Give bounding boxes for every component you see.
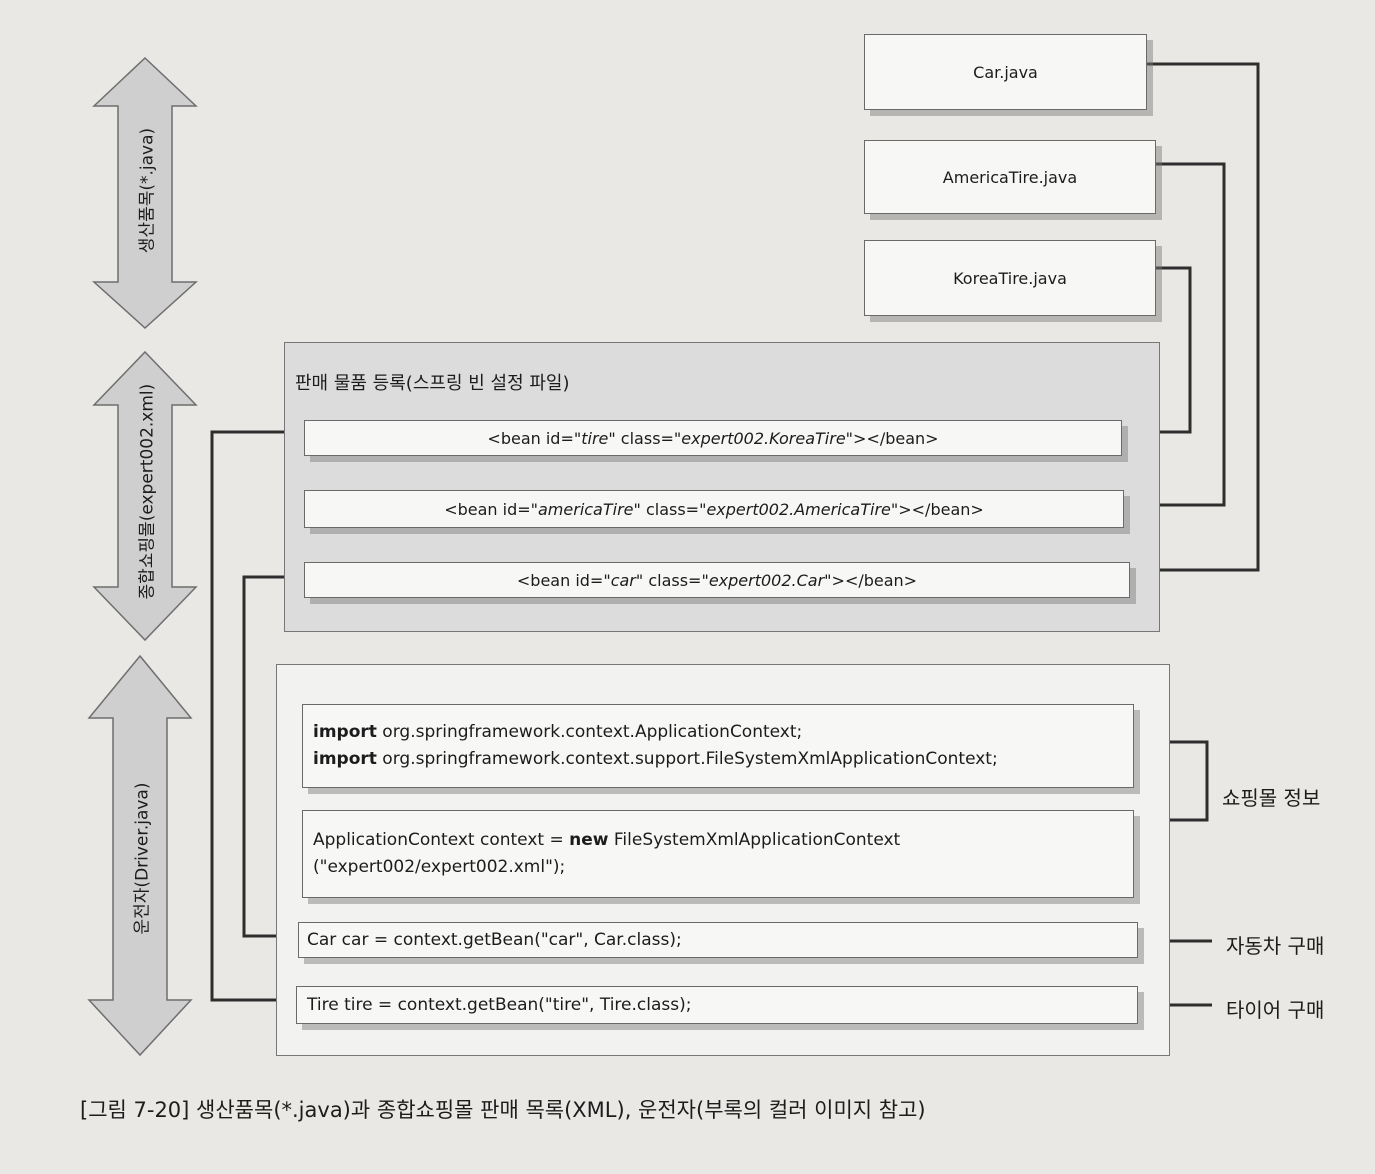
- context-line-2: ("expert002/expert002.xml");: [313, 857, 566, 877]
- car-java-box: Car.java: [864, 34, 1147, 110]
- america-tire-java-label: AmericaTire.java: [942, 167, 1078, 187]
- shop-info-label: 쇼핑몰 정보: [1222, 786, 1321, 810]
- driver-arrow: [87, 654, 193, 1057]
- bean-tire-text: <bean id="tire" class="expert002.KoreaTi…: [487, 428, 939, 448]
- car-bean-connector: [242, 575, 306, 938]
- korea-tire-java-label: KoreaTire.java: [953, 268, 1067, 288]
- import-block: import org.springframework.context.Appli…: [302, 704, 1134, 788]
- shop-info-bracket: [1134, 740, 1209, 822]
- bean-tire: <bean id="tire" class="expert002.KoreaTi…: [304, 420, 1122, 456]
- tire-bean-connector: [210, 430, 306, 1002]
- car-getbean-block: Car car = context.getBean("car", Car.cla…: [298, 922, 1138, 958]
- mall-arrow: [92, 350, 198, 642]
- production-label: 생산품목(*.java): [137, 127, 158, 254]
- tire-getbean-block: Tire tire = context.getBean("tire", Tire…: [296, 986, 1138, 1024]
- america-tire-connector: [1124, 162, 1226, 507]
- import-line-2: import org.springframework.context.suppo…: [313, 749, 998, 769]
- car-getbean-text: Car car = context.getBean("car", Car.cla…: [307, 930, 682, 950]
- figure-caption: [그림 7-20] 생산품목(*.java)과 종합쇼핑몰 판매 목록(XML)…: [80, 1098, 926, 1122]
- import-line-1: import org.springframework.context.Appli…: [313, 722, 803, 742]
- car-connector: [1130, 62, 1260, 572]
- bean-car-text: <bean id="car" class="expert002.Car"></b…: [516, 570, 918, 590]
- bean-america-tire-text: <bean id="americaTire" class="expert002.…: [444, 499, 984, 519]
- context-line-1: ApplicationContext context = new FileSys…: [313, 830, 901, 850]
- car-java-label: Car.java: [973, 62, 1038, 82]
- mall-label: 종합쇼핑몰(expert002.xml): [137, 383, 158, 600]
- buy-car-label: 자동차 구매: [1226, 934, 1325, 958]
- tire-getbean-text: Tire tire = context.getBean("tire", Tire…: [307, 995, 692, 1015]
- korea-tire-java-box: KoreaTire.java: [864, 240, 1156, 316]
- driver-label: 운전자(Driver.java): [132, 782, 153, 935]
- context-block: ApplicationContext context = new FileSys…: [302, 810, 1134, 898]
- bean-america-tire: <bean id="americaTire" class="expert002.…: [304, 490, 1124, 528]
- spring-bean-config-title: 판매 물품 등록(스프링 빈 설정 파일): [295, 373, 570, 394]
- bean-car: <bean id="car" class="expert002.Car"></b…: [304, 562, 1130, 598]
- buy-tire-label: 타이어 구매: [1226, 998, 1325, 1022]
- america-tire-java-box: AmericaTire.java: [864, 140, 1156, 214]
- production-arrow: [92, 56, 198, 330]
